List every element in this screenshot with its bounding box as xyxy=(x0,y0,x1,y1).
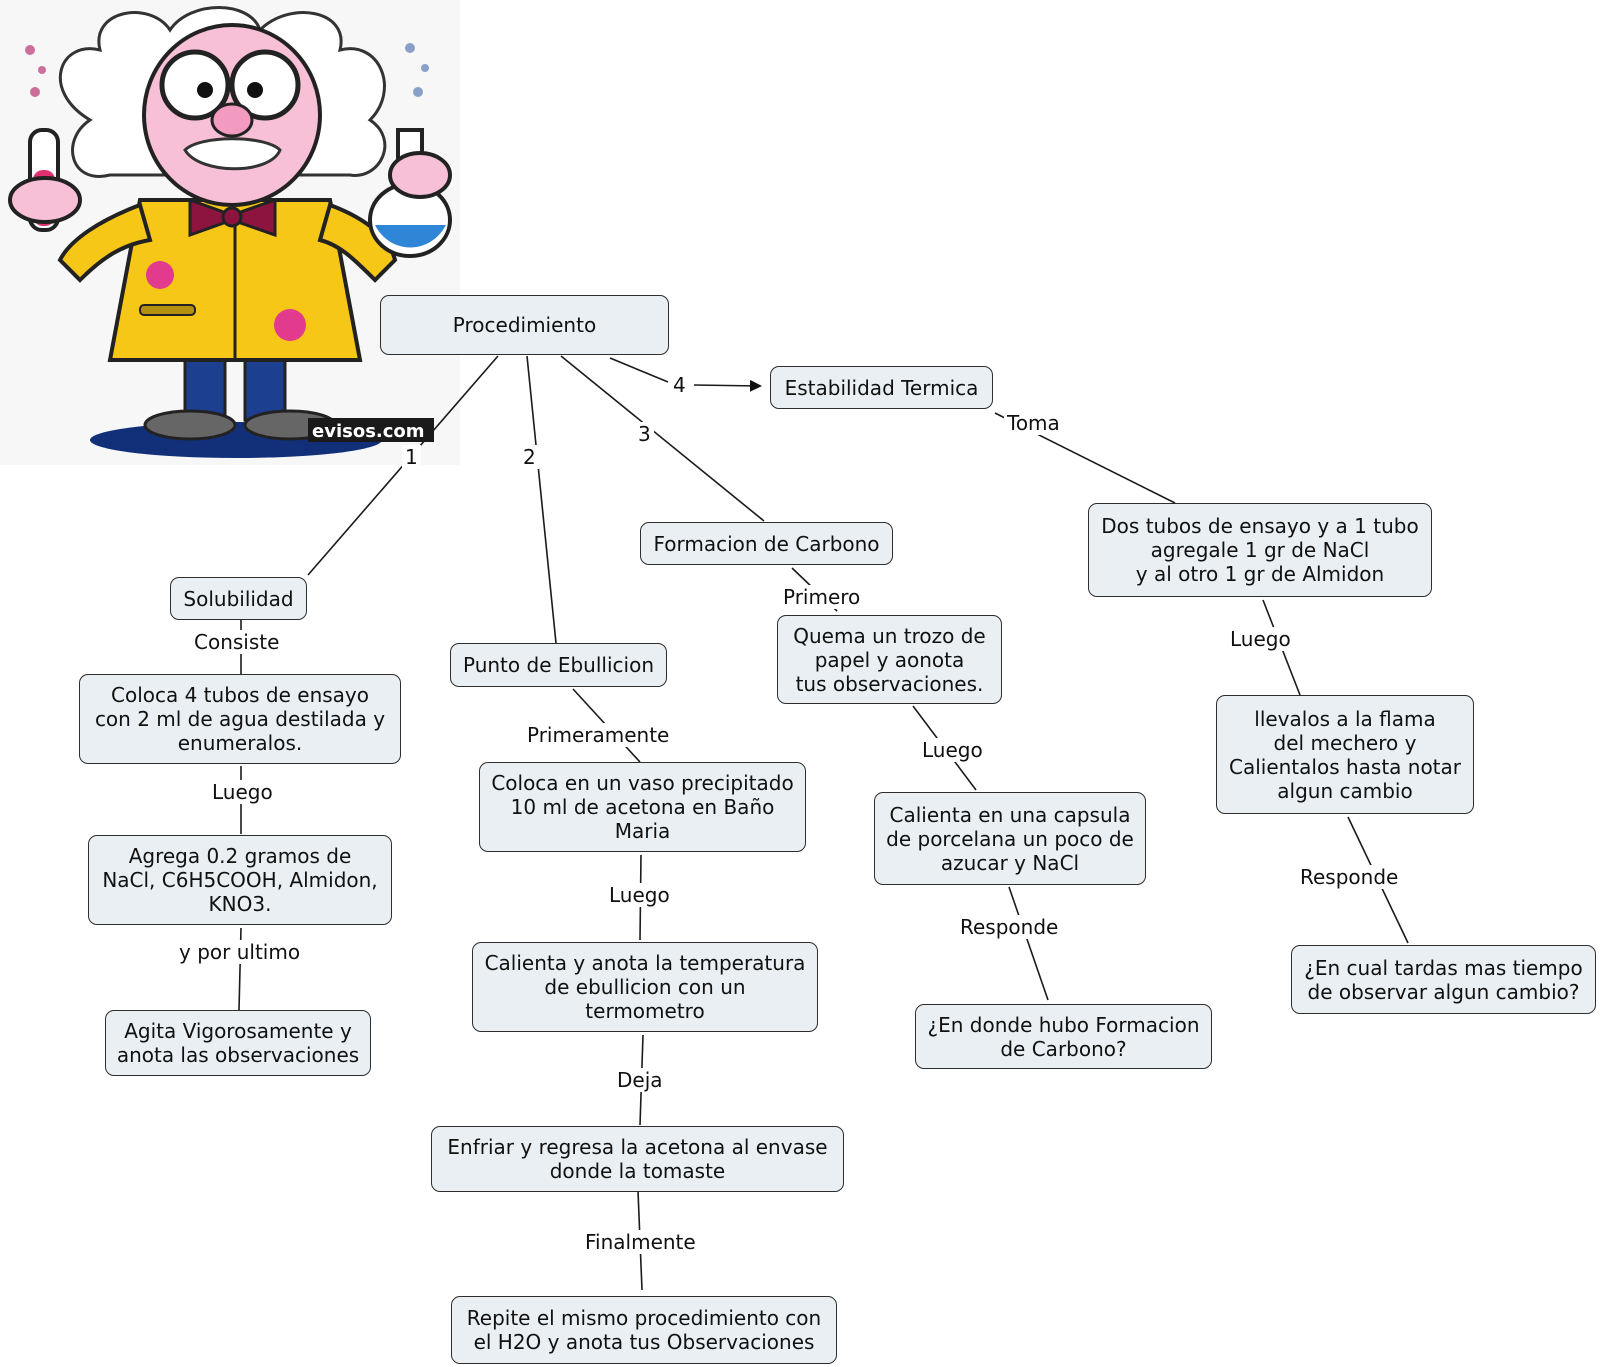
node-calienta-temperatura[interactable]: Calienta y anota la temperatura de ebull… xyxy=(472,942,818,1032)
link-label-deja: Deja xyxy=(614,1068,666,1092)
link-label-toma: Toma xyxy=(1004,411,1063,435)
link-label-responde-carbono: Responde xyxy=(957,915,1062,939)
link-label-responde-estabilidad: Responde xyxy=(1297,865,1402,889)
node-coloca-vaso[interactable]: Coloca en un vaso precipitado 10 ml de a… xyxy=(479,762,806,852)
link-label-1: 1 xyxy=(402,445,421,469)
node-calienta-capsula[interactable]: Calienta en una capsula de porcelana un … xyxy=(874,792,1146,885)
node-pregunta-carbono[interactable]: ¿En donde hubo Formacion de Carbono? xyxy=(915,1004,1212,1069)
node-estabilidad-termica[interactable]: Estabilidad Termica xyxy=(770,366,993,409)
node-enfriar[interactable]: Enfriar y regresa la acetona al envase d… xyxy=(431,1126,844,1192)
node-agrega[interactable]: Agrega 0.2 gramos de NaCl, C6H5COOH, Alm… xyxy=(88,835,392,925)
mad-scientist-illustration: evisos.com xyxy=(0,0,460,465)
link-label-luego-carbono: Luego xyxy=(919,738,986,762)
watermark-text: evisos.com xyxy=(312,421,425,442)
node-repite[interactable]: Repite el mismo procedimiento con el H2O… xyxy=(451,1296,837,1364)
node-pregunta-tiempo[interactable]: ¿En cual tardas mas tiempo de observar a… xyxy=(1291,945,1596,1014)
link-label-luego-estabilidad: Luego xyxy=(1227,627,1294,651)
link-label-primero: Primero xyxy=(780,585,864,609)
link-label-por-ultimo: y por ultimo xyxy=(176,940,304,964)
link-label-finalmente: Finalmente xyxy=(582,1230,699,1254)
link-label-luego-ebullicion: Luego xyxy=(606,883,673,907)
link-label-2: 2 xyxy=(520,445,539,469)
link-label-4: 4 xyxy=(670,373,689,397)
link-label-luego-solubilidad: Luego xyxy=(209,780,276,804)
node-quema[interactable]: Quema un trozo de papel y aonota tus obs… xyxy=(777,615,1002,704)
node-llevalos[interactable]: llevalos a la flama del mechero y Calien… xyxy=(1216,695,1474,814)
node-coloca-tubos[interactable]: Coloca 4 tubos de ensayo con 2 ml de agu… xyxy=(79,674,401,764)
node-solubilidad[interactable]: Solubilidad xyxy=(170,577,307,620)
node-formacion-carbono[interactable]: Formacion de Carbono xyxy=(640,522,893,565)
link-label-primeramente: Primeramente xyxy=(524,723,673,747)
node-punto-ebullicion[interactable]: Punto de Ebullicion xyxy=(450,643,667,687)
node-agita[interactable]: Agita Vigorosamente y anota las observac… xyxy=(105,1010,371,1076)
link-label-consiste: Consiste xyxy=(191,630,283,654)
node-dos-tubos[interactable]: Dos tubos de ensayo y a 1 tubo agregale … xyxy=(1088,503,1432,597)
node-procedimiento[interactable]: Procedimiento xyxy=(380,295,669,355)
link-label-3: 3 xyxy=(635,422,654,446)
